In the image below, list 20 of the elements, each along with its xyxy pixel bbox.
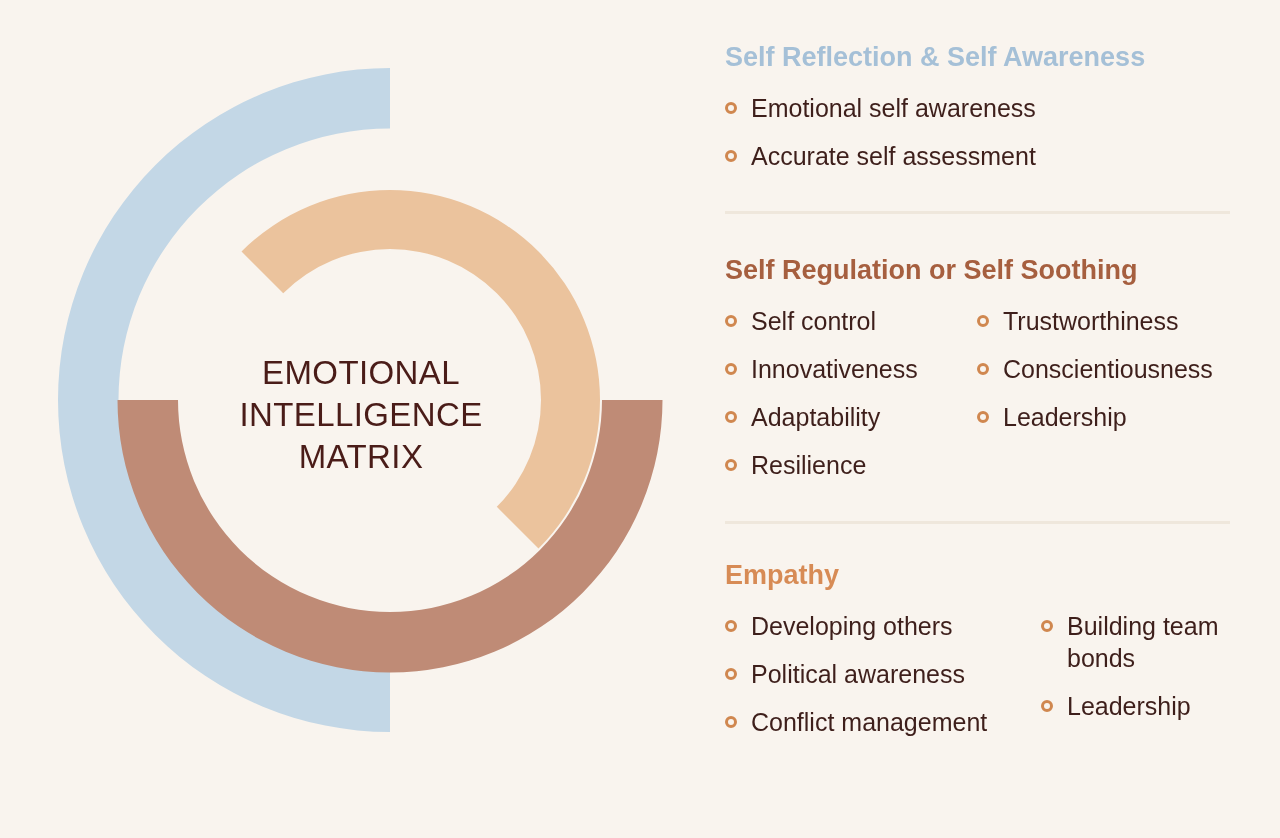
list-item: Conflict management — [751, 707, 988, 738]
list-item: Developing others — [751, 611, 953, 642]
inner-ring-arc — [241, 190, 600, 549]
list-item: Leadership — [1003, 402, 1127, 433]
list-item: Self control — [751, 306, 877, 337]
list-item: Accurate self assessment — [751, 141, 1036, 172]
list-item: Conscientiousness — [1003, 354, 1213, 385]
list-item: Innovativeness — [751, 354, 918, 385]
list-item: Leadership — [1067, 691, 1191, 722]
list-item: Political awareness — [751, 659, 965, 690]
middle-ring-arc — [117, 400, 663, 672]
list-item: Building team bonds — [1067, 611, 1220, 674]
section-heading: Empathy — [725, 559, 840, 592]
list-item: Adaptability — [751, 402, 881, 433]
list-item: Resilience — [751, 450, 867, 481]
list-item: Trustworthiness — [1003, 306, 1179, 337]
section-heading: Self Regulation or Self Soothing — [725, 254, 1138, 287]
diagram-title: EMOTIONAL INTELLIGENCE MATRIX — [238, 353, 484, 477]
section-heading: Self Reflection & Self Awareness — [725, 41, 1146, 74]
list-item: Emotional self awareness — [751, 93, 1036, 124]
